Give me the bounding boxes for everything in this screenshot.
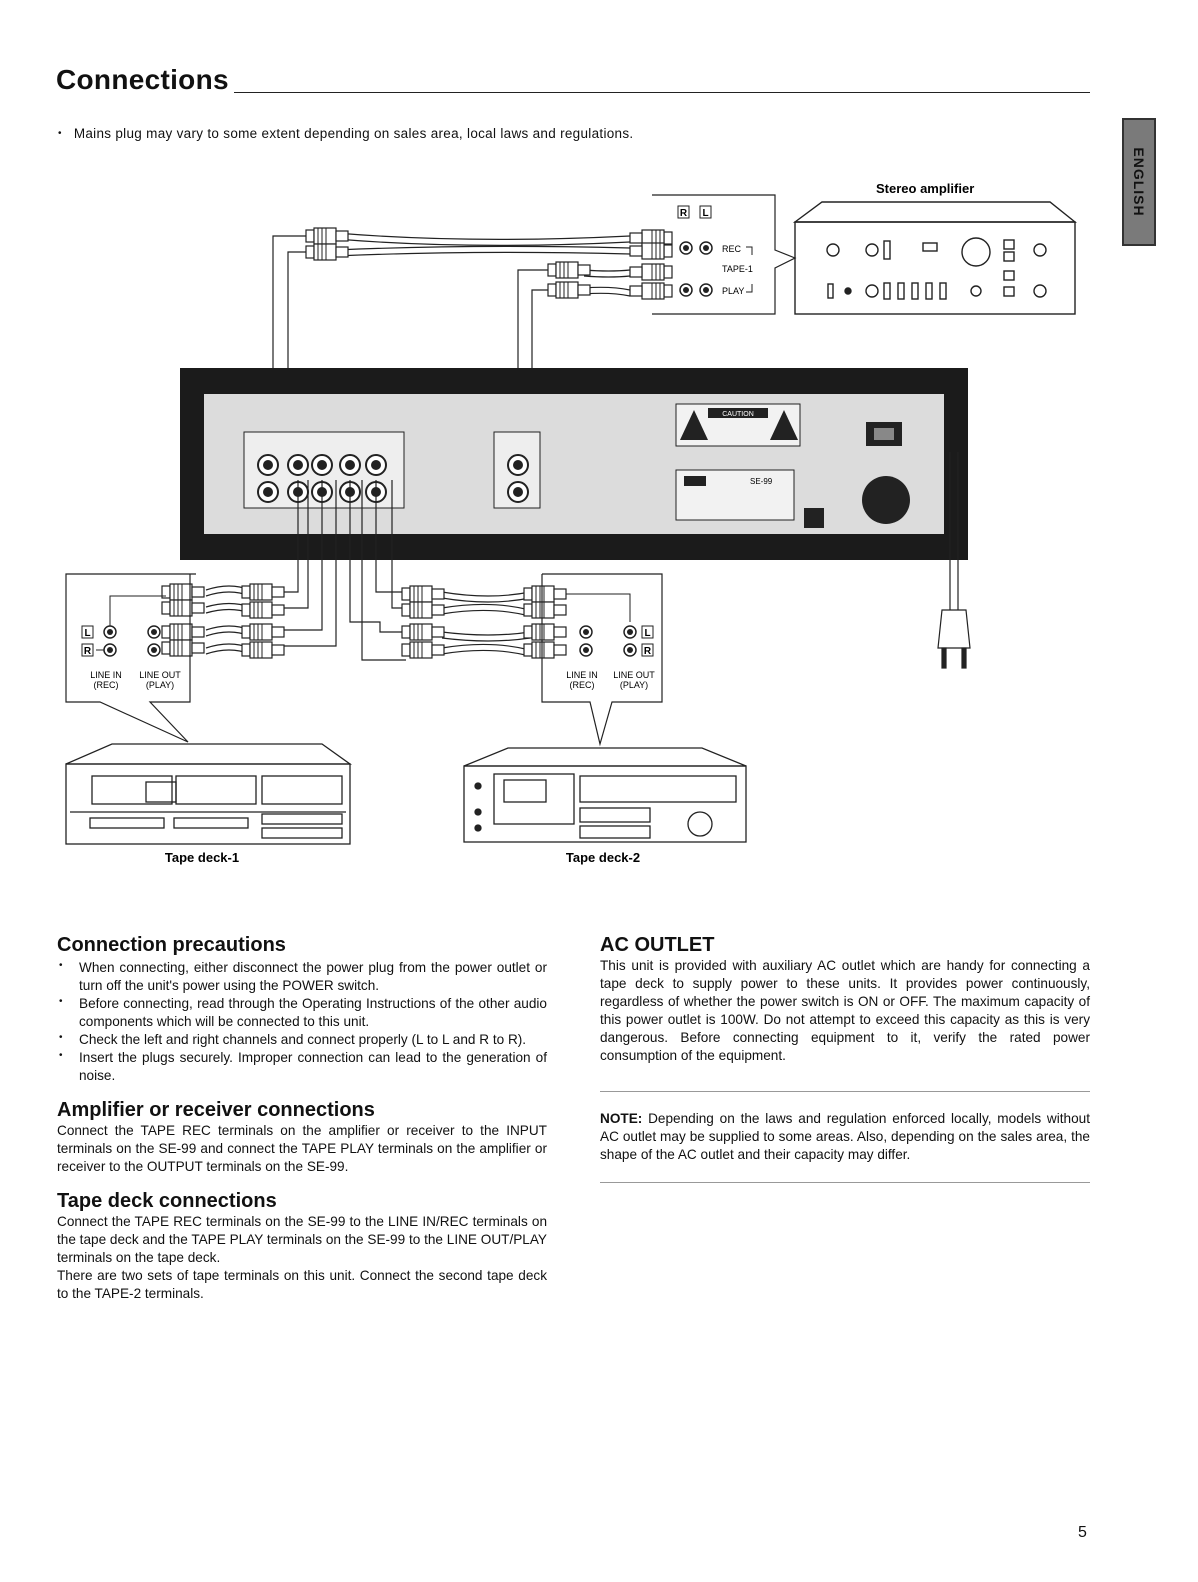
se99-rear-panel: CAUTION SE-99	[180, 368, 968, 560]
deck2-label: Tape deck-2	[566, 850, 640, 865]
bullet: •	[58, 128, 62, 139]
amplifier-label: Stereo amplifier	[876, 181, 974, 196]
tape-deck-body-1: Connect the TAPE REC terminals on the SE…	[57, 1214, 547, 1265]
l-badge: L	[644, 628, 650, 639]
precautions-heading: Connection precautions	[57, 934, 286, 956]
r-badge: R	[644, 646, 652, 657]
line-out-label: LINE OUT	[613, 670, 655, 680]
tape-deck-1	[65, 743, 353, 845]
play-label: PLAY	[722, 286, 744, 296]
line-out-label: LINE OUT	[139, 670, 181, 680]
r-badge: R	[680, 208, 688, 219]
line-in-label: LINE IN	[566, 670, 598, 680]
right-column: AC OUTLET This unit is provided with aux…	[600, 934, 1090, 1183]
divider	[600, 1091, 1090, 1092]
caution-label: CAUTION	[722, 411, 754, 418]
mains-plug-note: • Mains plug may vary to some extent depe…	[58, 126, 633, 141]
connection-diagram: Stereo amplifier R L REC TAPE-1 PLAY	[65, 181, 1077, 865]
divider	[600, 1182, 1090, 1183]
play-paren-label: (PLAY)	[620, 680, 648, 690]
language-tab: ENGLISH	[1122, 118, 1156, 246]
amplifier-body: Connect the TAPE REC terminals on the am…	[57, 1123, 547, 1174]
ac-outlet-heading: AC OUTLET	[600, 934, 715, 956]
line-in-label: LINE IN	[90, 670, 122, 680]
list-item: Before connecting, read through the Oper…	[57, 993, 547, 1031]
model-label: SE-99	[750, 477, 773, 486]
list-item: Insert the plugs securely. Improper conn…	[57, 1047, 547, 1085]
rec-label: REC	[722, 244, 742, 254]
tape1-label: TAPE-1	[722, 264, 753, 274]
stereo-amplifier	[792, 201, 1077, 315]
deck2-terminal-callout: L R LINE IN (REC) LINE OUT (PLAY)	[541, 573, 663, 747]
rec-paren-label: (REC)	[94, 680, 119, 690]
list-item: When connecting, either disconnect the p…	[57, 957, 547, 995]
amp-terminal-callout: R L REC TAPE-1 PLAY	[652, 194, 797, 315]
tape-deck-2	[463, 747, 747, 843]
page-title: Connections	[56, 64, 229, 95]
left-column: Connection precautions When connecting, …	[57, 934, 547, 1303]
tape-deck-heading: Tape deck connections	[57, 1190, 277, 1212]
tape-deck-body-2: There are two sets of tape terminals on …	[57, 1268, 547, 1301]
note-block: NOTE: Depending on the laws and regulati…	[600, 1110, 1090, 1164]
page-number: 5	[1078, 1524, 1087, 1541]
power-cord	[937, 452, 971, 669]
deck1-label: Tape deck-1	[165, 850, 239, 865]
list-item: Check the left and right channels and co…	[57, 1029, 547, 1049]
r-badge: R	[84, 646, 92, 657]
note-body: Depending on the laws and regulation enf…	[600, 1111, 1091, 1162]
l-badge: L	[84, 628, 90, 639]
mains-plug-note-text: Mains plug may vary to some extent depen…	[73, 126, 634, 141]
l-badge: L	[702, 208, 708, 219]
title-rule	[234, 92, 1090, 93]
play-paren-label: (PLAY)	[146, 680, 174, 690]
language-tab-label: ENGLISH	[1131, 147, 1147, 217]
note-label: NOTE:	[600, 1111, 643, 1126]
ac-outlet-body: This unit is provided with auxiliary AC …	[600, 958, 1090, 1063]
precautions-list: When connecting, either disconnect the p…	[57, 957, 547, 1085]
deck1-terminal-callout: L R LINE IN (REC) LINE OUT (PLAY)	[65, 573, 196, 743]
amplifier-heading: Amplifier or receiver connections	[57, 1099, 375, 1121]
rec-paren-label: (REC)	[570, 680, 595, 690]
